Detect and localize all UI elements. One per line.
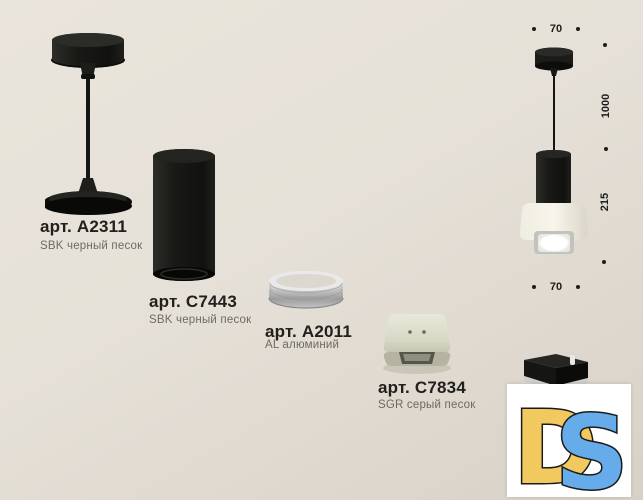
dimension-dot (532, 285, 536, 289)
dimension-dot (576, 27, 580, 31)
c7834-shade-illustration (383, 314, 451, 374)
dimension-top-width: 70 (532, 22, 580, 36)
article-number-a2011: арт. A2011 (265, 322, 353, 341)
dimension-suspension-length-value: 1000 (600, 93, 612, 119)
a2311-suspension-illustration (45, 33, 132, 215)
dimension-top-width-value: 70 (549, 23, 563, 35)
finish-label-c7443: SBK черный песок (149, 314, 252, 326)
assembled-pendant-illustration (520, 47, 588, 254)
dimension-dot (532, 27, 536, 31)
logo-letter-s: S (555, 394, 628, 497)
dimension-dot (602, 260, 606, 264)
dimension-dot (603, 43, 607, 47)
finish-label-a2011: AL алюминий (265, 339, 340, 351)
logo-letter-d: D (513, 389, 598, 497)
dimension-bottom-width: 70 (532, 280, 580, 294)
dimension-bottom-width-value: 70 (549, 281, 563, 293)
article-number-c7834: арт. C7834 (378, 378, 466, 397)
dimension-suspension-length: 1000 (596, 86, 616, 126)
dimension-dot (604, 147, 608, 151)
ds-logo: D S (507, 384, 631, 500)
ds-logo-graphic: D S (512, 388, 630, 500)
dimension-fixture-height: 215 (595, 182, 615, 222)
dimension-fixture-height-value: 215 (599, 192, 611, 212)
article-number-a2311: арт. A2311 (40, 217, 128, 236)
finish-label-a2311: SBK черный песок (40, 240, 143, 252)
finish-label-c7834: SGR серый песок (378, 399, 476, 411)
dimension-dot (576, 285, 580, 289)
c7443-body-illustration (153, 149, 215, 281)
a2011-ring-illustration (268, 271, 344, 309)
article-number-c7443: арт. C7443 (149, 292, 237, 311)
